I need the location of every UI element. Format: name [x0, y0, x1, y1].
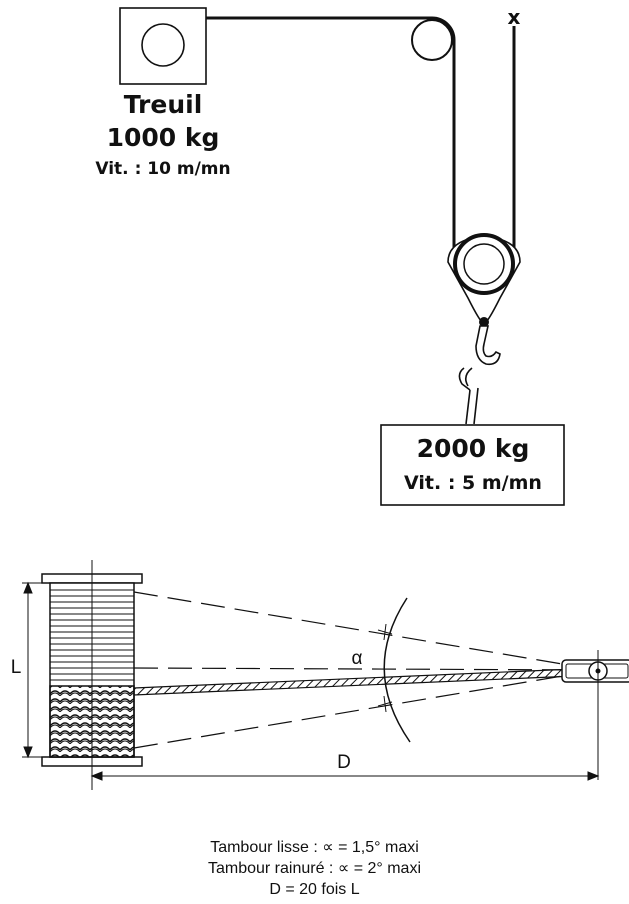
distance-dimension: [90, 771, 600, 781]
anchor-mark: x: [508, 5, 521, 29]
load-box: [380, 424, 565, 506]
length-label: L: [11, 657, 22, 678]
winch-block: [119, 7, 207, 85]
winch-name: Treuil: [124, 90, 203, 119]
angle-arc: [377, 597, 411, 743]
hook: [458, 325, 501, 425]
distance-label: D: [337, 752, 351, 773]
fixed-pulley: [411, 19, 453, 61]
sheave: [561, 659, 629, 683]
moving-pulley-block: [447, 233, 521, 327]
angle-label: α: [352, 648, 363, 669]
fleet-angle-lines: [133, 591, 599, 749]
length-dimension: [22, 581, 50, 759]
caption-grooved-drum: Tambour rainuré : ∝ = 2° maxi: [207, 860, 422, 877]
winch-speed: Vit. : 10 m/mn: [95, 159, 230, 179]
caption-smooth-drum: Tambour lisse : ∝ = 1,5° maxi: [210, 839, 419, 856]
caption-distance-rule: D = 20 fois L: [269, 881, 360, 898]
load-weight: 2000 kg: [417, 434, 530, 463]
winch-capacity: 1000 kg: [107, 123, 220, 152]
hoist-cable: [206, 16, 516, 262]
load-speed: Vit. : 5 m/mn: [404, 472, 542, 494]
rope: [133, 667, 599, 696]
